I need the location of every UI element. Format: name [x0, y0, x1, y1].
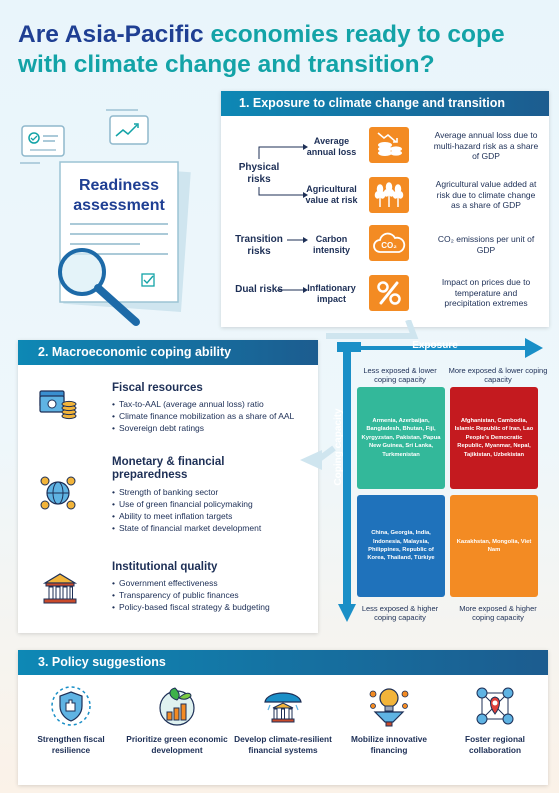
co2-icon-text: CO₂: [381, 241, 397, 250]
y-axis-label: Coping capacity: [333, 408, 344, 486]
co2-cloud-icon: CO₂: [369, 225, 409, 261]
title-part-2: economies ready to cope: [210, 21, 505, 48]
lightbulb-funnel-icon: [369, 688, 409, 727]
institution-icon: [42, 572, 78, 611]
agri-value-label: Agricultural value at risk: [305, 184, 358, 205]
globe-coins-icon: [40, 475, 76, 516]
institutional-quality-title: Institutional quality: [112, 561, 218, 573]
list-item: Use of green financial policymaking: [112, 498, 261, 510]
policy-label: Strengthen fiscal resilience: [37, 734, 105, 755]
exposure-connectors: [258, 144, 308, 293]
quadrant-label-top-right: More exposed & lower coping capacity: [448, 366, 548, 384]
page-title: Are Asia-Pacific economies ready to cope…: [18, 20, 548, 80]
checklist-card-icon: [20, 125, 65, 164]
quadrant-top-right: Afghanistan, Cambodia, Islamic Republic …: [450, 387, 538, 489]
list-item: Ability to meet inflation targets: [112, 510, 261, 522]
policy-item: Foster regional collaboration: [442, 684, 548, 755]
list-item: Strength of banking sector: [112, 486, 261, 498]
percent-icon: [369, 275, 409, 311]
policy-section: 3. Policy suggestions Strengthen fiscal …: [18, 650, 548, 785]
policy-item: Strengthen fiscal resilience: [18, 684, 124, 755]
physical-risks-label: Physical risks: [238, 162, 280, 185]
avg-annual-loss-label: Average annual loss: [306, 136, 357, 157]
coping-header: 2. Macroeconomic coping ability: [18, 340, 318, 365]
quadrant-bottom-left: China, Georgia, India, Indonesia, Malays…: [357, 495, 445, 597]
quadrant-countries: Kazakhstan, Mongolia, Viet Nam: [456, 538, 532, 553]
exposure-header: 1. Exposure to climate change and transi…: [221, 91, 549, 116]
quadrant-label-bottom-right: More exposed & higher coping capacity: [459, 604, 537, 622]
policy-item: Mobilize innovative financing: [336, 684, 442, 755]
list-item: Transparency of public finances: [112, 589, 270, 601]
policy-item: Prioritize green economic development: [124, 684, 230, 755]
quadrant-countries: Afghanistan, Cambodia, Islamic Republic …: [454, 417, 534, 458]
agri-value-desc: Agricultural value added at risk due to …: [435, 179, 537, 210]
inflationary-impact-desc: Impact on prices due to temperature and …: [441, 277, 531, 308]
policy-label: Mobilize innovative financing: [350, 734, 428, 755]
quadrant-countries: Armenia, Azerbaijan, Bangladesh, Bhutan,…: [361, 417, 441, 458]
fiscal-resources-list: Tax-to-AAL (average annual loss) ratio C…: [112, 398, 294, 434]
matrix-axes: [337, 338, 543, 622]
avg-annual-loss-desc: Average annual loss due to multi-hazard …: [433, 130, 539, 161]
list-item: Tax-to-AAL (average annual loss) ratio: [112, 398, 294, 410]
quadrant-bottom-right: Kazakhstan, Mongolia, Viet Nam: [450, 495, 538, 597]
carbon-intensity-desc: CO₂ emissions per unit of GDP: [437, 234, 535, 255]
list-item: Sovereign debt ratings: [112, 422, 294, 434]
title-part-3: with climate change and transition?: [18, 51, 435, 78]
coping-section: 2. Macroeconomic coping ability Fiscal r…: [18, 340, 318, 633]
institutional-quality-list: Government effectiveness Transparency of…: [112, 577, 270, 613]
readiness-illustration: Readiness assessment: [10, 108, 210, 338]
list-item: Policy-based fiscal strategy & budgeting: [112, 601, 270, 613]
policy-label: Develop climate-resilient financial syst…: [234, 734, 332, 755]
carbon-intensity-label: Carbon intensity: [312, 234, 350, 255]
policy-label: Foster regional collaboration: [465, 734, 525, 755]
monetary-preparedness-list: Strength of banking sector Use of green …: [112, 486, 261, 534]
fiscal-resources-title: Fiscal resources: [112, 382, 203, 394]
monetary-preparedness-title: Monetary & financial preparedness: [112, 456, 225, 481]
quadrant-countries: China, Georgia, India, Indonesia, Malays…: [367, 530, 435, 562]
quadrant-label-top-left: Less exposed & lower coping capacity: [363, 366, 437, 384]
policy-header: 3. Policy suggestions: [18, 650, 548, 675]
network-location-icon: [476, 687, 514, 725]
crops-icon: [369, 177, 409, 213]
magnifier-icon: [58, 248, 140, 326]
section-connector: [300, 320, 419, 470]
exposure-section: 1. Exposure to climate change and transi…: [221, 91, 549, 327]
trend-card-icon: [106, 109, 149, 145]
list-item: Government effectiveness: [112, 577, 270, 589]
shield-hand-icon: [51, 686, 91, 726]
coins-loss-icon: [369, 127, 409, 163]
umbrella-bank-icon: [264, 692, 302, 723]
readiness-label-line1: Readiness: [79, 177, 159, 194]
green-growth-icon: [159, 687, 195, 726]
title-part-1: Are Asia-Pacific: [18, 21, 211, 48]
cash-coins-icon: [38, 385, 78, 426]
quadrant-top-left: Armenia, Azerbaijan, Bangladesh, Bhutan,…: [357, 387, 445, 489]
inflationary-impact-label: Inflationary impact: [307, 283, 356, 304]
x-axis-label: Exposure: [412, 340, 458, 351]
transition-risks-label: Transition risks: [235, 234, 283, 257]
list-item: State of financial market development: [112, 522, 261, 534]
quadrant-label-bottom-left: Less exposed & higher coping capacity: [361, 604, 439, 622]
policy-label: Prioritize green economic development: [126, 734, 228, 755]
policy-item: Develop climate-resilient financial syst…: [230, 684, 336, 755]
readiness-label-line2: assessment: [73, 197, 165, 214]
list-item: Climate finance mobilization as a share …: [112, 410, 294, 422]
dual-risks-label: Dual risks: [235, 284, 283, 295]
